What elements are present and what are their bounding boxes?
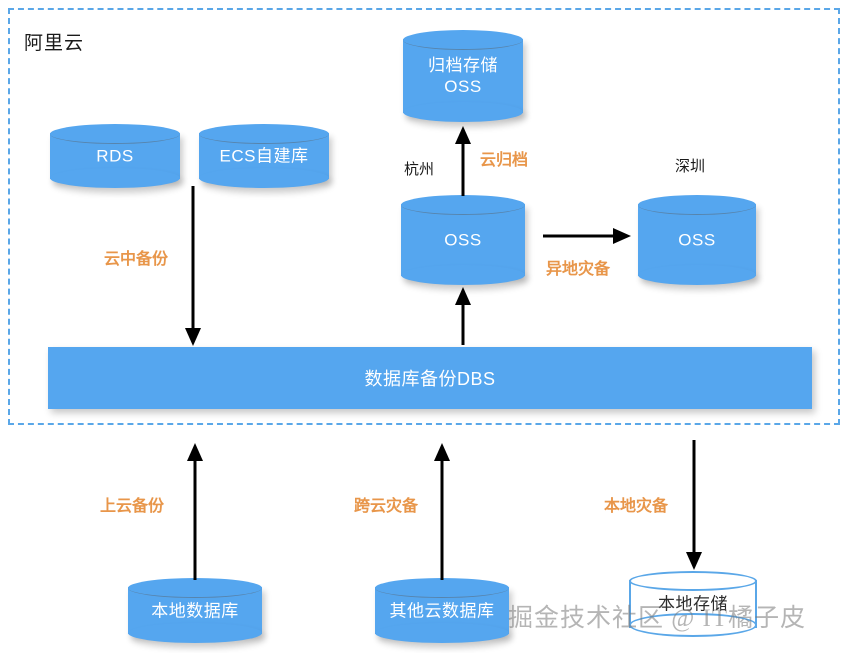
cylinder-body <box>638 204 756 276</box>
node-other-cloud-database[interactable]: 其他云数据库 <box>375 578 509 643</box>
arrow-cross-cloud-dr <box>431 443 453 580</box>
arrow-upload-to-cloud <box>184 443 206 580</box>
flow-label-cloud-backup: 云中备份 <box>104 251 169 268</box>
node-local-storage[interactable]: 本地存储 <box>629 571 757 637</box>
cylinder-top <box>50 124 180 144</box>
cylinder-top <box>199 124 329 144</box>
cylinder-body <box>403 39 523 113</box>
arrow-local-dr <box>683 440 705 572</box>
node-dbs-bar[interactable]: 数据库备份DBS <box>48 347 812 409</box>
arrow-remote-dr <box>543 225 633 247</box>
node-dbs-label: 数据库备份DBS <box>364 369 496 389</box>
node-rds[interactable]: RDS <box>50 124 180 188</box>
cylinder-top <box>403 30 523 50</box>
flow-label-remote-dr: 异地灾备 <box>546 261 611 278</box>
cylinder-top <box>375 578 509 598</box>
cylinder-bottom <box>403 102 523 122</box>
cylinder-bottom <box>50 168 180 188</box>
arrow-dbs-to-oss <box>452 287 474 345</box>
flow-label-local-dr: 本地灾备 <box>604 498 669 515</box>
node-hangzhou-oss[interactable]: OSS <box>401 195 525 285</box>
cylinder-bottom <box>375 623 509 643</box>
flow-label-cloud-archive: 云归档 <box>480 152 529 169</box>
cylinder-bottom <box>629 613 757 637</box>
flow-label-upload-to-cloud: 上云备份 <box>100 498 165 515</box>
cylinder-top <box>128 578 262 598</box>
cloud-boundary-title: 阿里云 <box>24 33 85 54</box>
cylinder-bottom <box>199 168 329 188</box>
cylinder-bottom <box>638 265 756 285</box>
cylinder-bottom <box>128 623 262 643</box>
node-shenzhen-oss[interactable]: OSS <box>638 195 756 285</box>
cylinder-top <box>638 195 756 215</box>
cylinder-top <box>629 571 757 591</box>
alibaba-cloud-boundary <box>8 8 840 425</box>
flow-label-cross-cloud-dr: 跨云灾备 <box>354 498 419 515</box>
arrow-cloud-archive <box>452 126 474 196</box>
node-archive-oss[interactable]: 归档存储 OSS <box>403 30 523 122</box>
node-local-database[interactable]: 本地数据库 <box>128 578 262 643</box>
cylinder-bottom <box>401 265 525 285</box>
region-label-hangzhou: 杭州 <box>404 161 435 178</box>
region-label-shenzhen: 深圳 <box>675 158 706 175</box>
cylinder-body <box>401 204 525 276</box>
arrow-cloud-backup <box>182 186 204 348</box>
cylinder-top <box>401 195 525 215</box>
node-ecs-self-built-db[interactable]: ECS自建库 <box>199 124 329 188</box>
